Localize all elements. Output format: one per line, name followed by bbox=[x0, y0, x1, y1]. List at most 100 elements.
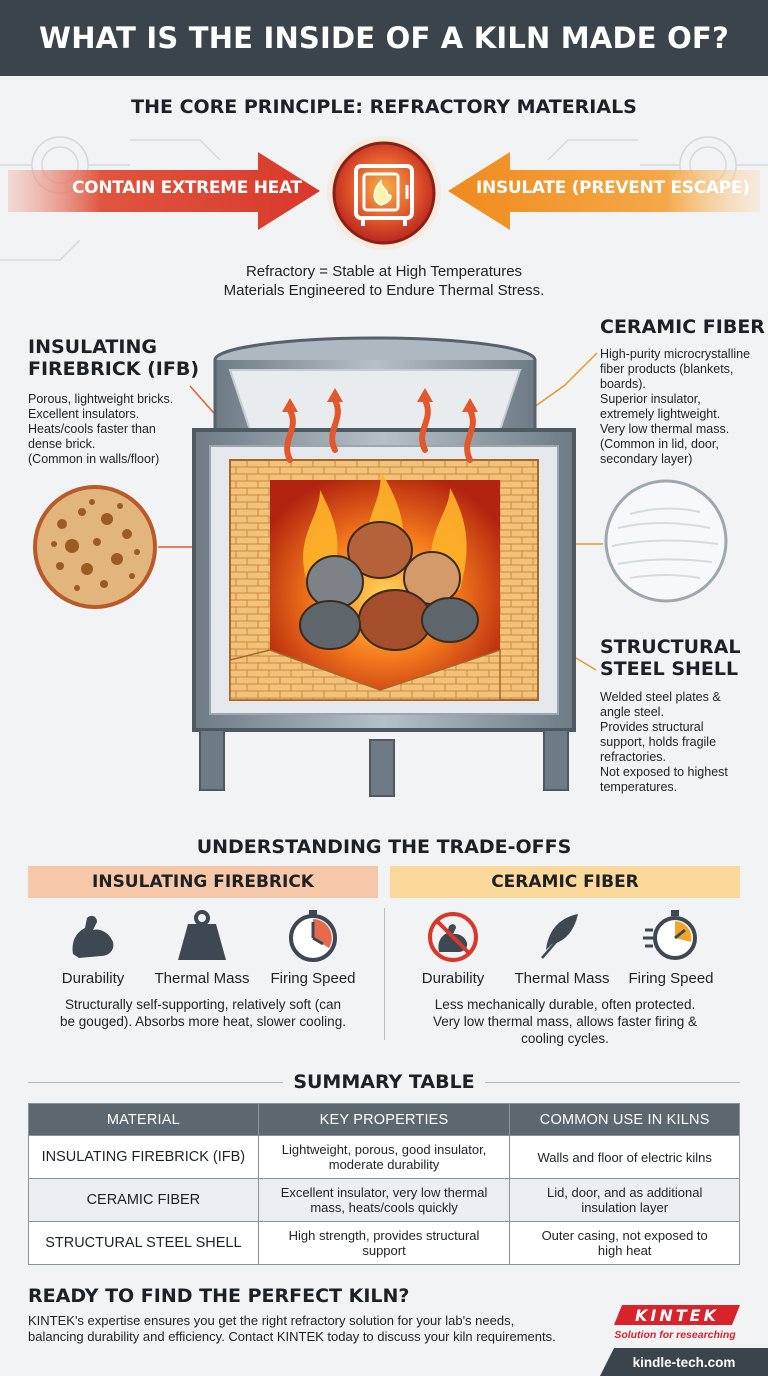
table-header: COMMON USE IN KILNS bbox=[509, 1103, 740, 1136]
ifb-line: dense brick. bbox=[28, 437, 96, 451]
kiln-cutaway-illustration bbox=[192, 336, 576, 797]
steel-line: support, holds fragile bbox=[600, 735, 717, 749]
cell-line: Lightweight, porous, good insulator, bbox=[281, 1142, 487, 1157]
ifb-callout-title-1: INSULATING bbox=[28, 336, 157, 358]
table-header: MATERIAL bbox=[28, 1103, 259, 1136]
crossed-arm-icon bbox=[428, 912, 478, 962]
table-row: INSULATING FIREBRICK (IFB) Lightweight, … bbox=[28, 1135, 740, 1179]
cell-line: moderate durability bbox=[328, 1157, 440, 1172]
porous-brick-closeup bbox=[33, 485, 157, 609]
svg-text:Solution for researching: Solution for researching bbox=[614, 1329, 736, 1341]
ifb-firing-speed: Firing Speed bbox=[263, 910, 363, 987]
fiber-desc-line: Very low thermal mass, allows faster fir… bbox=[432, 1014, 698, 1029]
table-cell: CERAMIC FIBER bbox=[28, 1178, 259, 1222]
contain-heat-label: CONTAIN EXTREME HEAT bbox=[72, 178, 302, 198]
kintek-logo-mark: KINTEK Solution for researching bbox=[614, 1305, 740, 1341]
summary-table: MATERIAL KEY PROPERTIES COMMON USE IN KI… bbox=[28, 1103, 740, 1265]
ifb-tradeoff-heading: INSULATING FIREBRICK bbox=[28, 866, 378, 898]
footer-url[interactable]: kindle-tech.com bbox=[600, 1348, 768, 1376]
fiber-callout-text: High-purity microcrystalline fiber produ… bbox=[600, 347, 768, 467]
ifb-line: Heats/cools faster than bbox=[28, 422, 156, 436]
fiber-durability: Durability bbox=[403, 910, 503, 987]
cell-line: mass, heats/cools quickly bbox=[310, 1200, 458, 1215]
fast-timer-icon bbox=[643, 910, 697, 960]
steel-line: Welded steel plates & bbox=[600, 690, 721, 704]
fiber-line: secondary layer) bbox=[600, 452, 693, 466]
contain-heat-arrow bbox=[8, 152, 320, 230]
durability-label: Durability bbox=[61, 970, 125, 987]
fiber-tradeoff-desc: Less mechanically durable, often protect… bbox=[390, 996, 740, 1047]
ifb-desc-line: be gouged). Absorbs more heat, slower co… bbox=[60, 1014, 346, 1029]
fiber-desc-line: Less mechanically durable, often protect… bbox=[434, 997, 696, 1012]
kintek-logo[interactable]: KINTEK Solution for researching bbox=[612, 1303, 742, 1341]
fiber-callout-title: CERAMIC FIBER bbox=[600, 316, 765, 338]
table-row: CERAMIC FIBER Excellent insulator, very … bbox=[28, 1178, 740, 1222]
ifb-line: (Common in walls/floor) bbox=[28, 452, 160, 466]
steel-callout-text: Welded steel plates & angle steel. Provi… bbox=[600, 690, 768, 795]
cell-line: Outer casing, not exposed to bbox=[541, 1228, 708, 1243]
ifb-callout-text: Porous, lightweight bricks. Excellent in… bbox=[28, 392, 208, 467]
firing-speed-label: Firing Speed bbox=[628, 970, 714, 987]
firing-speed-label: Firing Speed bbox=[270, 970, 356, 987]
weight-icon bbox=[178, 910, 226, 960]
summary-rule-left bbox=[28, 1082, 283, 1083]
steel-line: refractories. bbox=[600, 750, 666, 764]
table-cell: Lightweight, porous, good insulator,mode… bbox=[257, 1135, 511, 1179]
ifb-tradeoff-desc: Structurally self-supporting, relatively… bbox=[28, 996, 378, 1030]
cell-line: Excellent insulator, very low thermal bbox=[280, 1185, 488, 1200]
steel-line: Provides structural bbox=[600, 720, 704, 734]
cta-title: READY TO FIND THE PERFECT KILN? bbox=[28, 1285, 410, 1307]
fiber-line: fiber products (blankets, bbox=[600, 362, 734, 376]
steel-callout-title-2: STEEL SHELL bbox=[600, 658, 739, 680]
principle-line-1: Refractory = Stable at High Temperatures bbox=[245, 263, 523, 280]
steel-line: temperatures. bbox=[600, 780, 678, 794]
fiber-line: (Common in lid, door, bbox=[600, 437, 719, 451]
steel-line: Not exposed to highest bbox=[600, 765, 728, 779]
fiber-thermal-mass: Thermal Mass bbox=[512, 910, 612, 987]
thermal-mass-label: Thermal Mass bbox=[514, 970, 610, 987]
insulate-label: INSULATE (PREVENT ESCAPE) bbox=[476, 178, 750, 198]
steel-line: angle steel. bbox=[600, 705, 664, 719]
ifb-line: Excellent insulators. bbox=[28, 407, 140, 421]
fiber-line: boards). bbox=[600, 377, 646, 391]
tradeoff-divider bbox=[384, 908, 385, 1040]
ifb-desc-line: Structurally self-supporting, relatively… bbox=[64, 997, 342, 1012]
cell-line: high heat bbox=[597, 1243, 652, 1258]
cta-text: KINTEK's expertise ensures you get the r… bbox=[28, 1313, 608, 1345]
insulate-arrow bbox=[448, 152, 760, 230]
fiber-tradeoff-heading: CERAMIC FIBER bbox=[390, 866, 740, 898]
cell-line: support bbox=[362, 1243, 406, 1258]
timer-icon bbox=[289, 910, 337, 962]
steel-callout-title-1: STRUCTURAL bbox=[600, 636, 741, 658]
kiln-fire-icon bbox=[327, 136, 441, 250]
fiber-line: Superior insulator, bbox=[600, 392, 701, 406]
principle-line-2: Materials Engineered to Endure Thermal S… bbox=[223, 282, 545, 299]
table-cell: STRUCTURAL STEEL SHELL bbox=[28, 1221, 259, 1265]
cta-line: KINTEK's expertise ensures you get the r… bbox=[28, 1313, 515, 1328]
fiber-line: High-purity microcrystalline bbox=[600, 347, 751, 361]
summary-title: SUMMARY TABLE bbox=[293, 1071, 475, 1093]
page-header: WHAT IS THE INSIDE OF A KILN MADE OF? bbox=[0, 0, 768, 76]
feather-icon bbox=[541, 914, 578, 959]
page-title: WHAT IS THE INSIDE OF A KILN MADE OF? bbox=[39, 21, 729, 55]
table-row: STRUCTURAL STEEL SHELL High strength, pr… bbox=[28, 1221, 740, 1265]
ifb-callout-title-2: FIREBRICK (IFB) bbox=[28, 358, 200, 380]
svg-text:KINTEK: KINTEK bbox=[635, 1306, 719, 1325]
ifb-line: Porous, lightweight bricks. bbox=[28, 392, 174, 406]
table-header: KEY PROPERTIES bbox=[257, 1103, 511, 1136]
durability-label: Durability bbox=[421, 970, 485, 987]
table-header-row: MATERIAL KEY PROPERTIES COMMON USE IN KI… bbox=[28, 1103, 740, 1136]
table-cell: Walls and floor of electric kilns bbox=[509, 1135, 740, 1179]
cta-line: balancing durability and efficiency. Con… bbox=[28, 1329, 556, 1344]
cell-line: Walls and floor of electric kilns bbox=[537, 1149, 712, 1165]
cell-line: Lid, door, and as additional bbox=[546, 1185, 703, 1200]
fiber-line: Very low thermal mass. bbox=[600, 422, 730, 436]
cell-line: High strength, provides structural bbox=[288, 1228, 480, 1243]
fiber-line: extremely lightweight. bbox=[600, 407, 721, 421]
thermal-mass-label: Thermal Mass bbox=[154, 970, 250, 987]
summary-rule-right bbox=[485, 1082, 740, 1083]
